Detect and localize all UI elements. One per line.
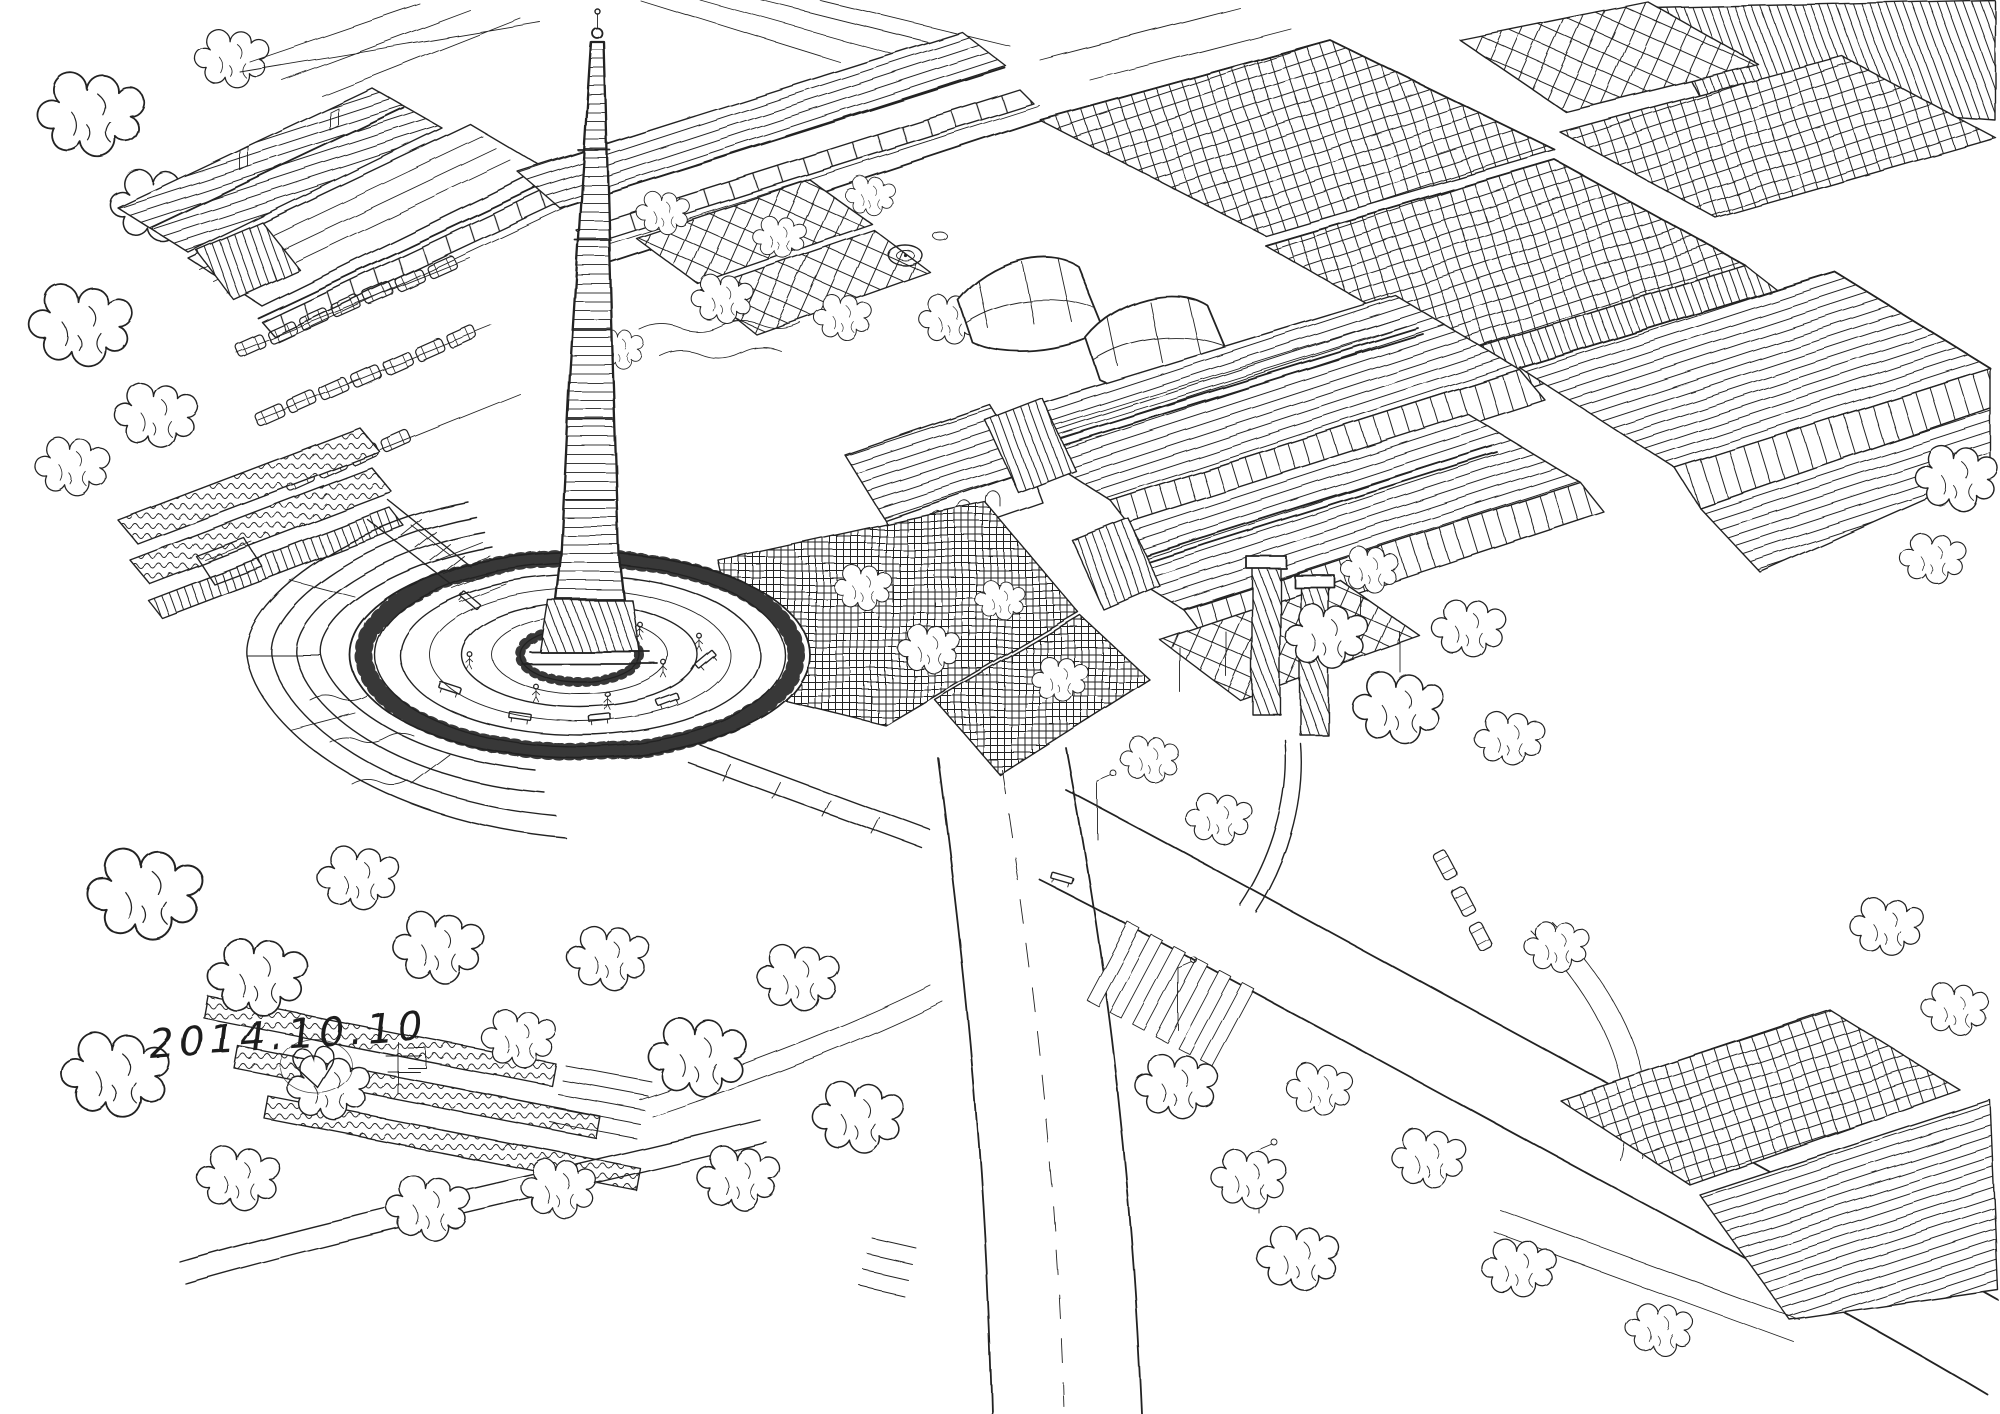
tree [1134, 1052, 1219, 1120]
car [445, 324, 479, 350]
tree [1848, 896, 1925, 957]
tree [35, 71, 145, 159]
tree [1256, 1224, 1341, 1292]
signature-loop [279, 1038, 353, 1094]
tree [1390, 1128, 1467, 1189]
northwest-rooftops [117, 3, 577, 343]
car [1431, 848, 1459, 882]
tree [1185, 792, 1253, 846]
tree [85, 848, 204, 942]
tree [196, 1144, 281, 1212]
north-colonnade-building [517, 0, 1049, 263]
walkways [367, 499, 1303, 913]
parking-lot [233, 254, 521, 493]
car [381, 350, 415, 376]
signature-character [385, 1041, 427, 1095]
west-hedges [117, 427, 547, 785]
tree [647, 1017, 748, 1098]
car [1467, 920, 1495, 954]
tree [1473, 710, 1545, 767]
scene: 2014.10.10 ♡ [27, 0, 1999, 1414]
courtyard-garden [594, 175, 981, 370]
car [413, 337, 447, 363]
southeast-district [1134, 848, 1999, 1356]
tree [386, 1174, 471, 1242]
tree [27, 283, 133, 367]
tree [1921, 982, 1989, 1036]
tree [1285, 1062, 1353, 1116]
tree [811, 1081, 904, 1155]
tree [114, 382, 199, 450]
crosswalk [1086, 921, 1255, 1068]
car [349, 363, 383, 389]
northeast-towers [1039, 0, 1997, 219]
tree [1119, 736, 1179, 783]
tree [1480, 1238, 1557, 1299]
bench [1048, 871, 1075, 889]
tree [1430, 598, 1507, 659]
tree [1625, 1302, 1693, 1356]
tree [756, 944, 841, 1012]
tree [1899, 532, 1967, 586]
tree [33, 436, 110, 497]
tree [391, 911, 484, 985]
car [379, 428, 413, 454]
south-park [60, 844, 943, 1297]
tree [1523, 920, 1591, 974]
tree [193, 28, 270, 89]
signature-heart: ♡ [284, 1031, 345, 1106]
tree [1351, 671, 1444, 745]
tree [566, 924, 651, 992]
circular-plaza [245, 501, 811, 839]
car [233, 332, 267, 358]
tree [1210, 1148, 1287, 1209]
tree [316, 844, 401, 912]
car [1449, 884, 1477, 918]
